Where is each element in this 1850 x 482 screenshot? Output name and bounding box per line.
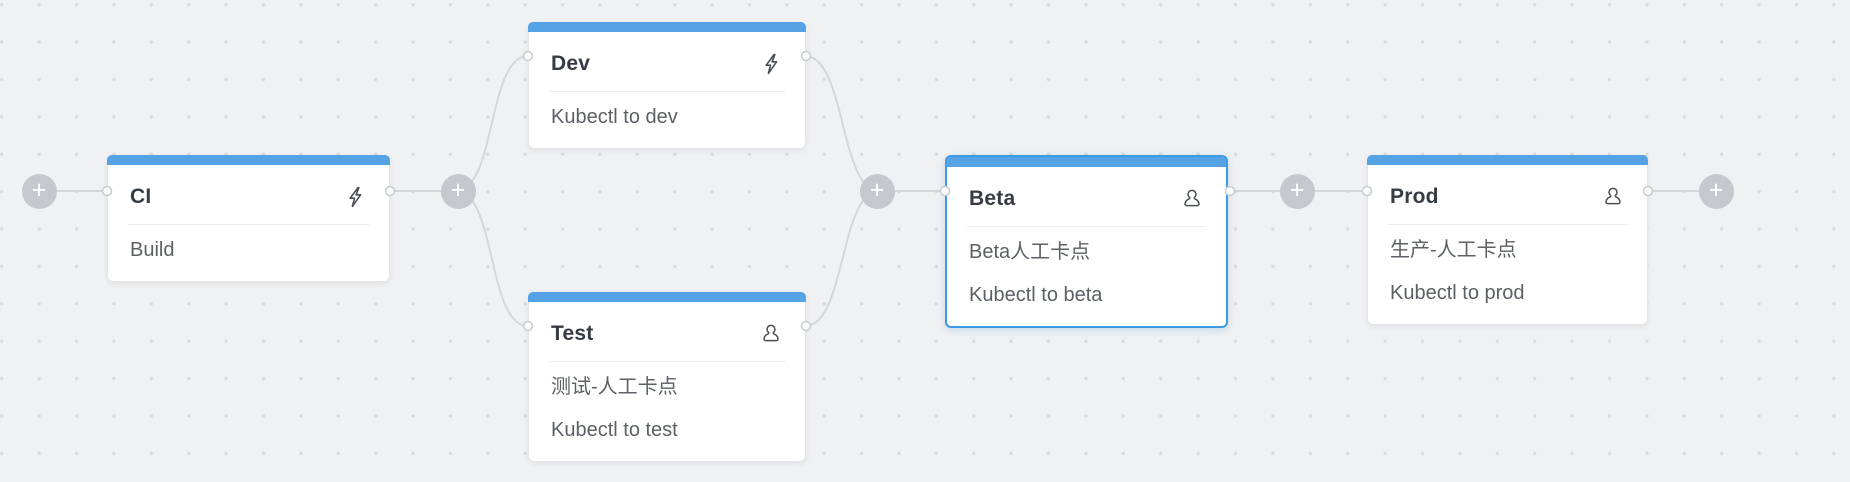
add-stage-button[interactable]: +: [1279, 173, 1315, 209]
stage-steps: Kubectl to dev: [529, 92, 805, 148]
stage-status-bar: [528, 292, 806, 302]
lightning-icon: [349, 186, 362, 208]
add-stage-button[interactable]: +: [440, 173, 476, 209]
user-icon: [1605, 187, 1621, 205]
stage-steps: Build: [108, 225, 389, 281]
connection-port[interactable]: [1361, 185, 1373, 197]
stage-card-beta[interactable]: Beta Beta人工卡点 Kubectl to beta: [945, 155, 1228, 328]
user-icon: [763, 324, 779, 342]
connection-port[interactable]: [101, 185, 113, 197]
stage-status-bar: [107, 155, 390, 165]
stage-card-ci[interactable]: CI Build: [107, 155, 390, 282]
divider: [1388, 224, 1627, 225]
stage-steps: 测试-人工卡点 Kubectl to test: [529, 362, 805, 461]
stage-step: Beta人工卡点: [969, 241, 1091, 263]
connection-port[interactable]: [939, 185, 951, 197]
connection-port[interactable]: [1642, 185, 1654, 197]
stage-title: Prod: [1390, 185, 1439, 208]
connector-edge: [457, 55, 529, 192]
add-stage-button[interactable]: +: [859, 173, 895, 209]
connection-port[interactable]: [800, 320, 812, 332]
connection-port[interactable]: [522, 320, 534, 332]
stage-status-bar: [947, 157, 1226, 167]
stage-status-bar: [528, 22, 806, 32]
stage-steps: Beta人工卡点 Kubectl to beta: [947, 227, 1226, 326]
plus-icon: +: [1708, 175, 1724, 204]
connector-edge: [457, 190, 529, 327]
plus-icon: +: [450, 175, 466, 204]
stage-step: Kubectl to beta: [969, 284, 1103, 306]
connection-port[interactable]: [1224, 185, 1236, 197]
connection-port[interactable]: [384, 185, 396, 197]
divider: [967, 226, 1206, 227]
stage-title: CI: [130, 185, 152, 208]
connection-port[interactable]: [800, 50, 812, 62]
user-icon: [1184, 189, 1200, 207]
divider: [549, 91, 785, 92]
divider: [549, 361, 785, 362]
stage-status-bar: [1367, 155, 1648, 165]
stage-step: Kubectl to test: [551, 419, 678, 441]
plus-icon: +: [869, 175, 885, 204]
stage-title: Dev: [551, 52, 591, 75]
plus-icon: +: [31, 175, 47, 204]
stage-steps: 生产-人工卡点 Kubectl to prod: [1368, 225, 1647, 324]
stage-card-test[interactable]: Test 测试-人工卡点 Kubectl to test: [528, 292, 806, 462]
divider: [128, 224, 369, 225]
stage-title: Test: [551, 322, 594, 345]
stage-card-prod[interactable]: Prod 生产-人工卡点 Kubectl to prod: [1367, 155, 1648, 325]
stage-step: Kubectl to dev: [551, 106, 678, 128]
plus-icon: +: [1289, 175, 1305, 204]
add-stage-button[interactable]: +: [1698, 173, 1734, 209]
add-stage-button[interactable]: +: [21, 173, 57, 209]
stage-step: Build: [130, 239, 175, 261]
connection-port[interactable]: [522, 50, 534, 62]
connector-edge: [805, 55, 878, 192]
stage-title: Beta: [969, 187, 1016, 210]
connector-edge: [805, 190, 878, 327]
stage-step: 生产-人工卡点: [1390, 239, 1517, 261]
stage-step: 测试-人工卡点: [551, 376, 678, 398]
lightning-icon: [765, 53, 778, 75]
stage-card-dev[interactable]: Dev Kubectl to dev: [528, 22, 806, 149]
stage-step: Kubectl to prod: [1390, 282, 1525, 304]
